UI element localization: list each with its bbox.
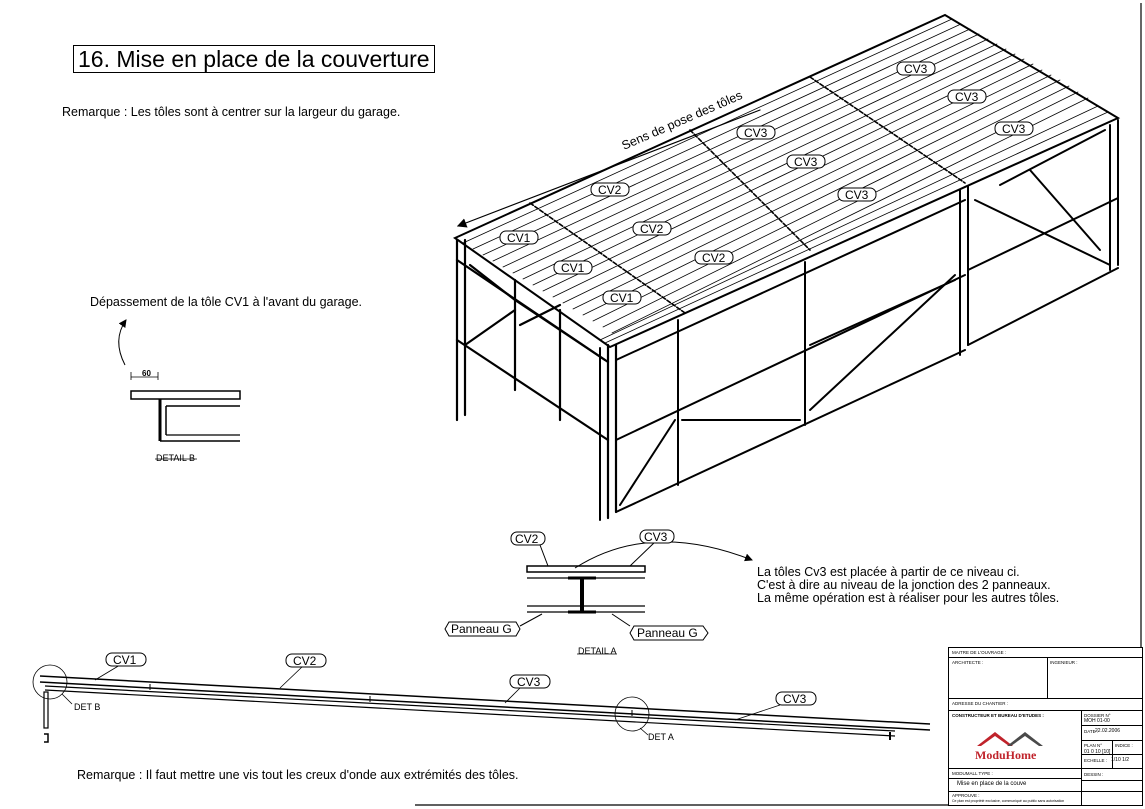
front-frame	[455, 238, 618, 520]
tb-indice-label: INDICE :	[1115, 743, 1133, 748]
tb-approuve: APPROUVE :	[952, 793, 980, 798]
det-a-label: DET A	[648, 732, 674, 742]
note-bottom: Remarque : Il faut mettre une vis tout l…	[77, 768, 519, 782]
svg-text:CV3: CV3	[955, 90, 979, 104]
moduhome-logo-icon	[977, 732, 1043, 746]
tag-cv3-c: CV3	[994, 121, 1034, 136]
detail-a-tag-cv2: CV2	[510, 531, 546, 546]
note-cv3-line2: C'est à dire au niveau de la jonction de…	[757, 578, 1051, 592]
tb-echelle-value: 1/10 1/2	[1111, 757, 1130, 763]
section-tag-cv3-a: CV3	[509, 674, 551, 689]
svg-text:CV3: CV3	[517, 675, 541, 689]
direction-arrow	[456, 109, 761, 228]
tb-dossier-label: DOSSIER N°	[1084, 713, 1111, 718]
svg-text:CV3: CV3	[783, 692, 807, 706]
svg-text:CV3: CV3	[845, 188, 869, 202]
tag-cv3-f: CV3	[837, 187, 877, 202]
tag-cv3-d: CV3	[736, 125, 776, 140]
tb-maitre: MAITRE DE L'OUVRAGE :	[952, 650, 1007, 655]
svg-text:CV3: CV3	[1002, 122, 1026, 136]
tb-ingenieur: INGENIEUR :	[1050, 660, 1078, 665]
svg-text:CV2: CV2	[598, 183, 622, 197]
svg-text:Panneau G: Panneau G	[637, 626, 698, 640]
svg-text:CV2: CV2	[515, 532, 539, 546]
tb-constructeur: CONSTRUCTEUR ET BUREAU D'ETUDES :	[952, 713, 1044, 718]
tb-modul-label: MODUMALL TYPE :	[952, 771, 993, 776]
panel-tag-left: Panneau G	[444, 621, 521, 637]
tb-architecte: ARCHITECTE :	[952, 660, 984, 665]
tag-cv3-e: CV3	[786, 154, 826, 169]
tb-plan-title: Mise en place de la couve	[957, 781, 1027, 787]
detail-a	[519, 540, 753, 655]
tag-cv1-a: CV1	[499, 230, 539, 245]
tb-dossier-value: MOH 01-00	[1084, 718, 1110, 724]
roof-sheet-tags: CV3 CV3 CV3 CV3 CV3 CV3 CV2 CV2 CV2 CV1 …	[499, 61, 1034, 305]
title-block: MAITRE DE L'OUVRAGE : ARCHITECTE : INGEN…	[948, 647, 1143, 806]
panel-tag-right: Panneau G	[629, 625, 709, 641]
roof-corrugations	[462, 18, 1109, 344]
tag-cv3-b: CV3	[947, 89, 987, 104]
detail-a-caption: DETAIL A	[578, 646, 617, 656]
note-cv3-line3: La même opération est à réaliser pour le…	[757, 591, 1060, 605]
tag-cv1-b: CV1	[553, 260, 593, 275]
tb-footer: Ce plan est propriété exclusive, communi…	[952, 799, 1065, 803]
tb-dessin-label: DESSIN :	[1084, 772, 1104, 777]
det-b-label: DET B	[74, 702, 100, 712]
section-tag-cv2: CV2	[285, 653, 327, 668]
tag-cv2-b: CV2	[632, 221, 672, 236]
sheet-joints	[529, 76, 966, 314]
moduhome-logo-text: ModuHome	[975, 748, 1037, 762]
back-frame	[967, 119, 1119, 346]
section-tag-cv1: CV1	[105, 652, 147, 667]
tag-cv2-a: CV2	[590, 182, 630, 197]
detail-a-tag-cv3: CV3	[639, 529, 675, 544]
tag-cv3-a: CV3	[896, 61, 936, 76]
svg-text:CV2: CV2	[702, 251, 726, 265]
tb-plan-value: 01 0 10 [10]	[1084, 749, 1111, 755]
detail-b-caption: DETAIL B	[156, 453, 195, 463]
tb-plan-label: PLAN N°	[1084, 743, 1103, 748]
svg-text:CV1: CV1	[507, 231, 531, 245]
svg-text:CV1: CV1	[610, 291, 634, 305]
svg-text:CV1: CV1	[113, 653, 137, 667]
section-view	[32, 664, 931, 743]
tb-date-label: DATE :	[1084, 729, 1099, 734]
tb-echelle-label: ECHELLE :	[1084, 758, 1108, 763]
detail-b	[118, 319, 241, 460]
svg-text:CV3: CV3	[904, 62, 928, 76]
svg-text:CV3: CV3	[644, 530, 668, 544]
side-frame	[615, 185, 969, 513]
note-overhang: Dépassement de la tôle CV1 à l'avant du …	[90, 295, 363, 309]
section-tag-cv3-b: CV3	[775, 691, 817, 706]
page-title: 16. Mise en place de la couverture	[73, 45, 435, 73]
svg-text:CV3: CV3	[744, 126, 768, 140]
tag-cv2-c: CV2	[694, 250, 734, 265]
roof-outline	[452, 13, 1121, 349]
svg-text:CV1: CV1	[561, 261, 585, 275]
tb-date-value: 22.02.2006	[1095, 728, 1121, 734]
svg-text:Panneau G: Panneau G	[451, 622, 512, 636]
detail-b-dimension: 60	[142, 369, 151, 378]
svg-text:CV3: CV3	[794, 155, 818, 169]
note-cv3-line1: La tôles Cv3 est placée à partir de ce n…	[757, 565, 1020, 579]
svg-text:CV2: CV2	[640, 222, 664, 236]
svg-text:CV2: CV2	[293, 654, 317, 668]
tb-adresse: ADRESSE DU CHANTIER :	[952, 701, 1009, 706]
tag-cv1-c: CV1	[602, 290, 642, 305]
note-top: Remarque : Les tôles sont à centrer sur …	[62, 105, 401, 119]
